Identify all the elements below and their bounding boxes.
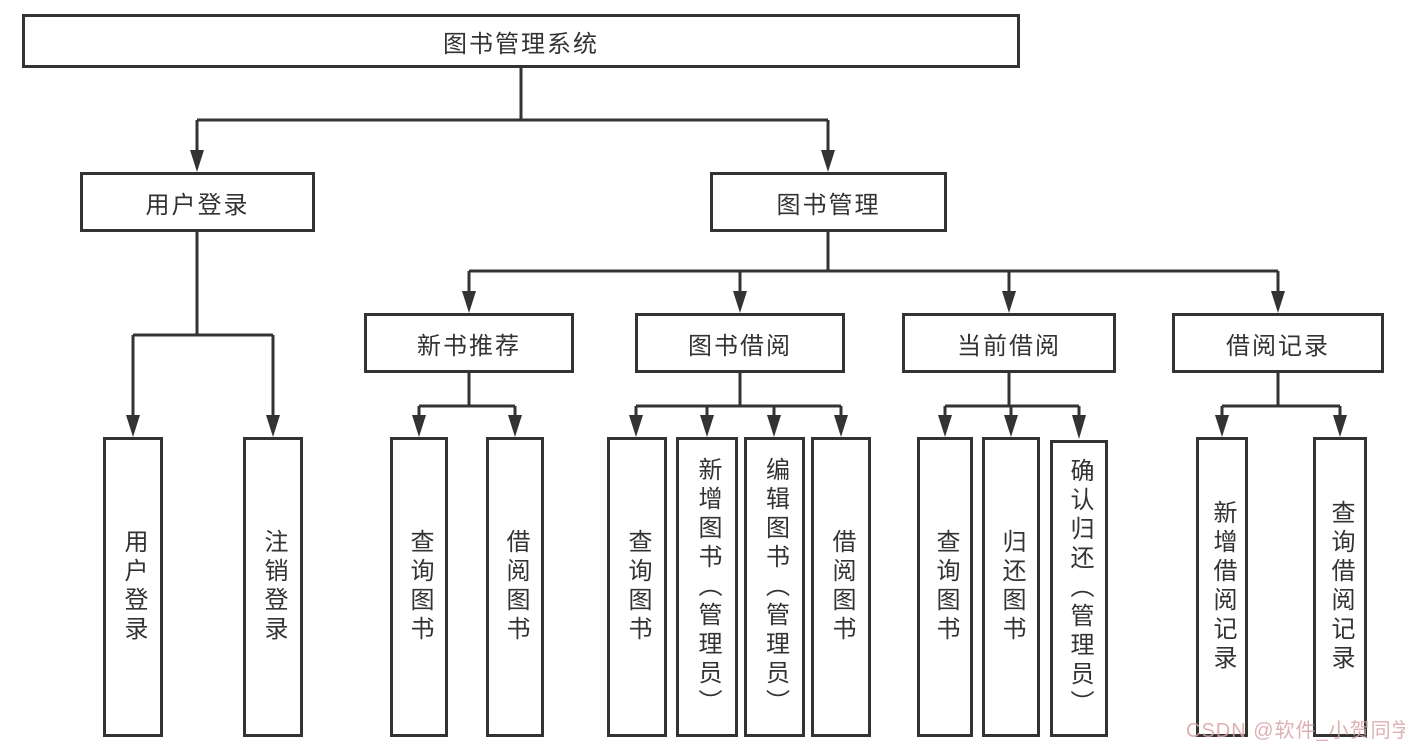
node-label: 借阅图书 bbox=[502, 529, 529, 645]
node-label: 查询借阅记录 bbox=[1327, 500, 1354, 674]
leaf-add-book-admin: 新增图书（管理员） bbox=[676, 437, 738, 737]
node-label: 确认归还（管理员） bbox=[1066, 458, 1093, 719]
node-label: 查询图书 bbox=[406, 529, 433, 645]
node-label: 新书推荐 bbox=[417, 332, 521, 360]
node-label: 借阅记录 bbox=[1226, 332, 1330, 360]
leaf-borrow-books: 借阅图书 bbox=[811, 437, 871, 737]
node-label: 查询图书 bbox=[932, 529, 959, 645]
leaf-user-login: 用户登录 bbox=[103, 437, 163, 737]
node-current-borrow: 当前借阅 bbox=[902, 313, 1116, 373]
leaf-query-borrow-record: 查询借阅记录 bbox=[1313, 437, 1367, 737]
node-label: 当前借阅 bbox=[957, 332, 1061, 360]
node-label: 注销登录 bbox=[260, 529, 287, 645]
node-new-book-recommend: 新书推荐 bbox=[364, 313, 574, 373]
node-root-book-management-system: 图书管理系统 bbox=[22, 14, 1020, 68]
node-label: 用户登录 bbox=[120, 529, 147, 645]
node-label: 图书管理 bbox=[776, 191, 881, 219]
node-book-management: 图书管理 bbox=[710, 172, 947, 232]
leaf-borrow-books-recommend: 借阅图书 bbox=[486, 437, 544, 737]
leaf-query-books-borrow: 查询图书 bbox=[607, 437, 667, 737]
leaf-add-borrow-record: 新增借阅记录 bbox=[1196, 437, 1248, 737]
node-label: 归还图书 bbox=[998, 529, 1025, 645]
node-label: 编辑图书（管理员） bbox=[761, 456, 789, 718]
leaf-confirm-return-admin: 确认归还（管理员） bbox=[1050, 440, 1108, 737]
node-label: 新增借阅记录 bbox=[1209, 500, 1236, 674]
leaf-query-books-current: 查询图书 bbox=[917, 437, 973, 737]
csdn-watermark: CSDN @软件_小贺同学 bbox=[1186, 720, 1405, 742]
node-user-login: 用户登录 bbox=[80, 172, 315, 232]
leaf-logout: 注销登录 bbox=[243, 437, 303, 737]
node-label: 用户登录 bbox=[145, 191, 250, 219]
node-label: 图书管理系统 bbox=[443, 30, 599, 58]
node-label: 借阅图书 bbox=[828, 529, 855, 645]
node-label: 新增图书（管理员） bbox=[694, 456, 721, 718]
node-book-borrow: 图书借阅 bbox=[635, 313, 845, 373]
node-label: 查询图书 bbox=[624, 529, 651, 645]
leaf-edit-book-admin: 编辑图书（管理员） bbox=[744, 437, 805, 737]
leaf-query-books-recommend: 查询图书 bbox=[390, 437, 448, 737]
node-borrow-records: 借阅记录 bbox=[1172, 313, 1384, 373]
node-label: 图书借阅 bbox=[688, 332, 792, 360]
leaf-return-book: 归还图书 bbox=[982, 437, 1040, 737]
